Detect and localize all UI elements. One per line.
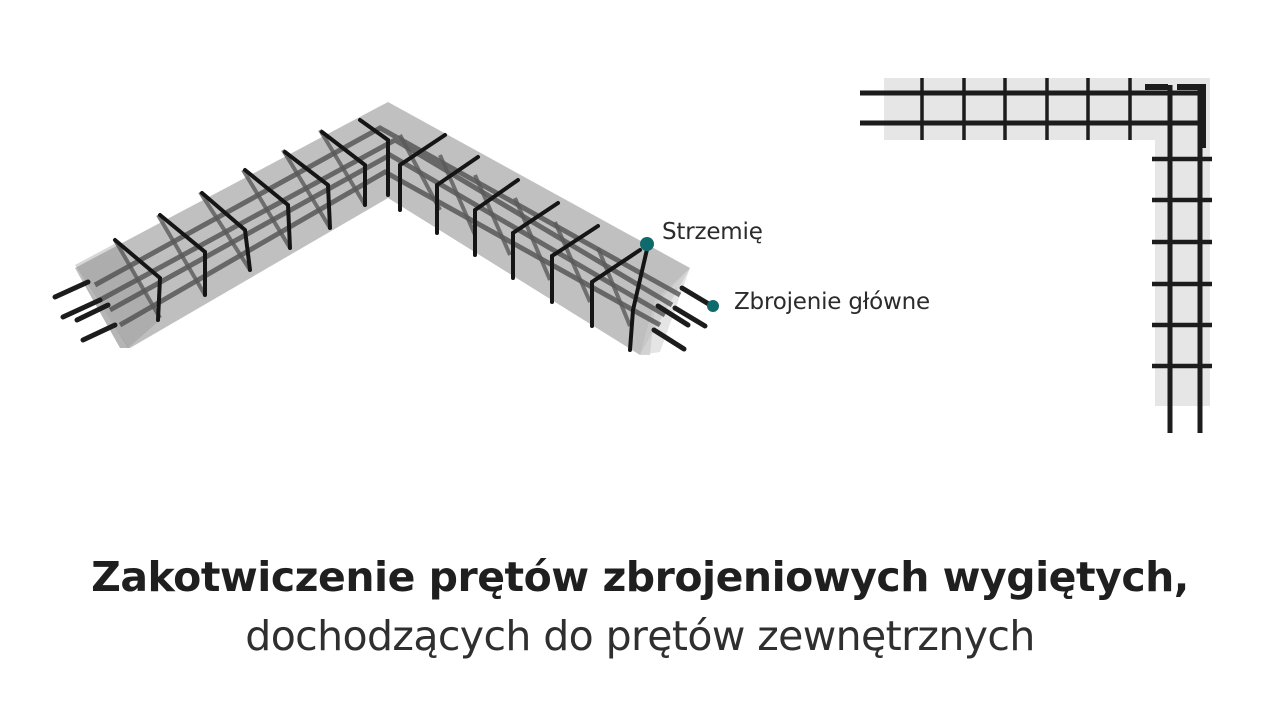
- plan-stirrups-vertical: [1152, 156, 1212, 369]
- plan-stirrups-horizontal: [920, 78, 1132, 140]
- plan-view-illustration: [860, 78, 1212, 433]
- projecting-bars-right: [651, 285, 715, 352]
- plan-horizontal-bars: [860, 90, 1200, 126]
- page-subtitle: dochodzących do prętów zewnętrznych: [245, 612, 1035, 660]
- plan-concrete: [884, 78, 1210, 406]
- stirrups-left-arm: [113, 118, 390, 322]
- end-face-left: [75, 242, 160, 348]
- plan-anchorage-bends: [1145, 84, 1206, 148]
- plan-vertical-bars: [1167, 85, 1203, 433]
- main-reinforcement-label: Zbrojenie główne: [734, 289, 930, 315]
- stirrup-hidden-edges: [113, 128, 632, 327]
- stirrup-marker: [640, 237, 654, 251]
- stirrups-right-arm: [398, 133, 650, 352]
- stirrup-label: Strzemię: [662, 219, 763, 245]
- projecting-bars-left: [52, 279, 118, 343]
- main-reinforcement-marker: [707, 300, 719, 312]
- page-title: Zakotwiczenie prętów zbrojeniowych wygię…: [91, 553, 1189, 601]
